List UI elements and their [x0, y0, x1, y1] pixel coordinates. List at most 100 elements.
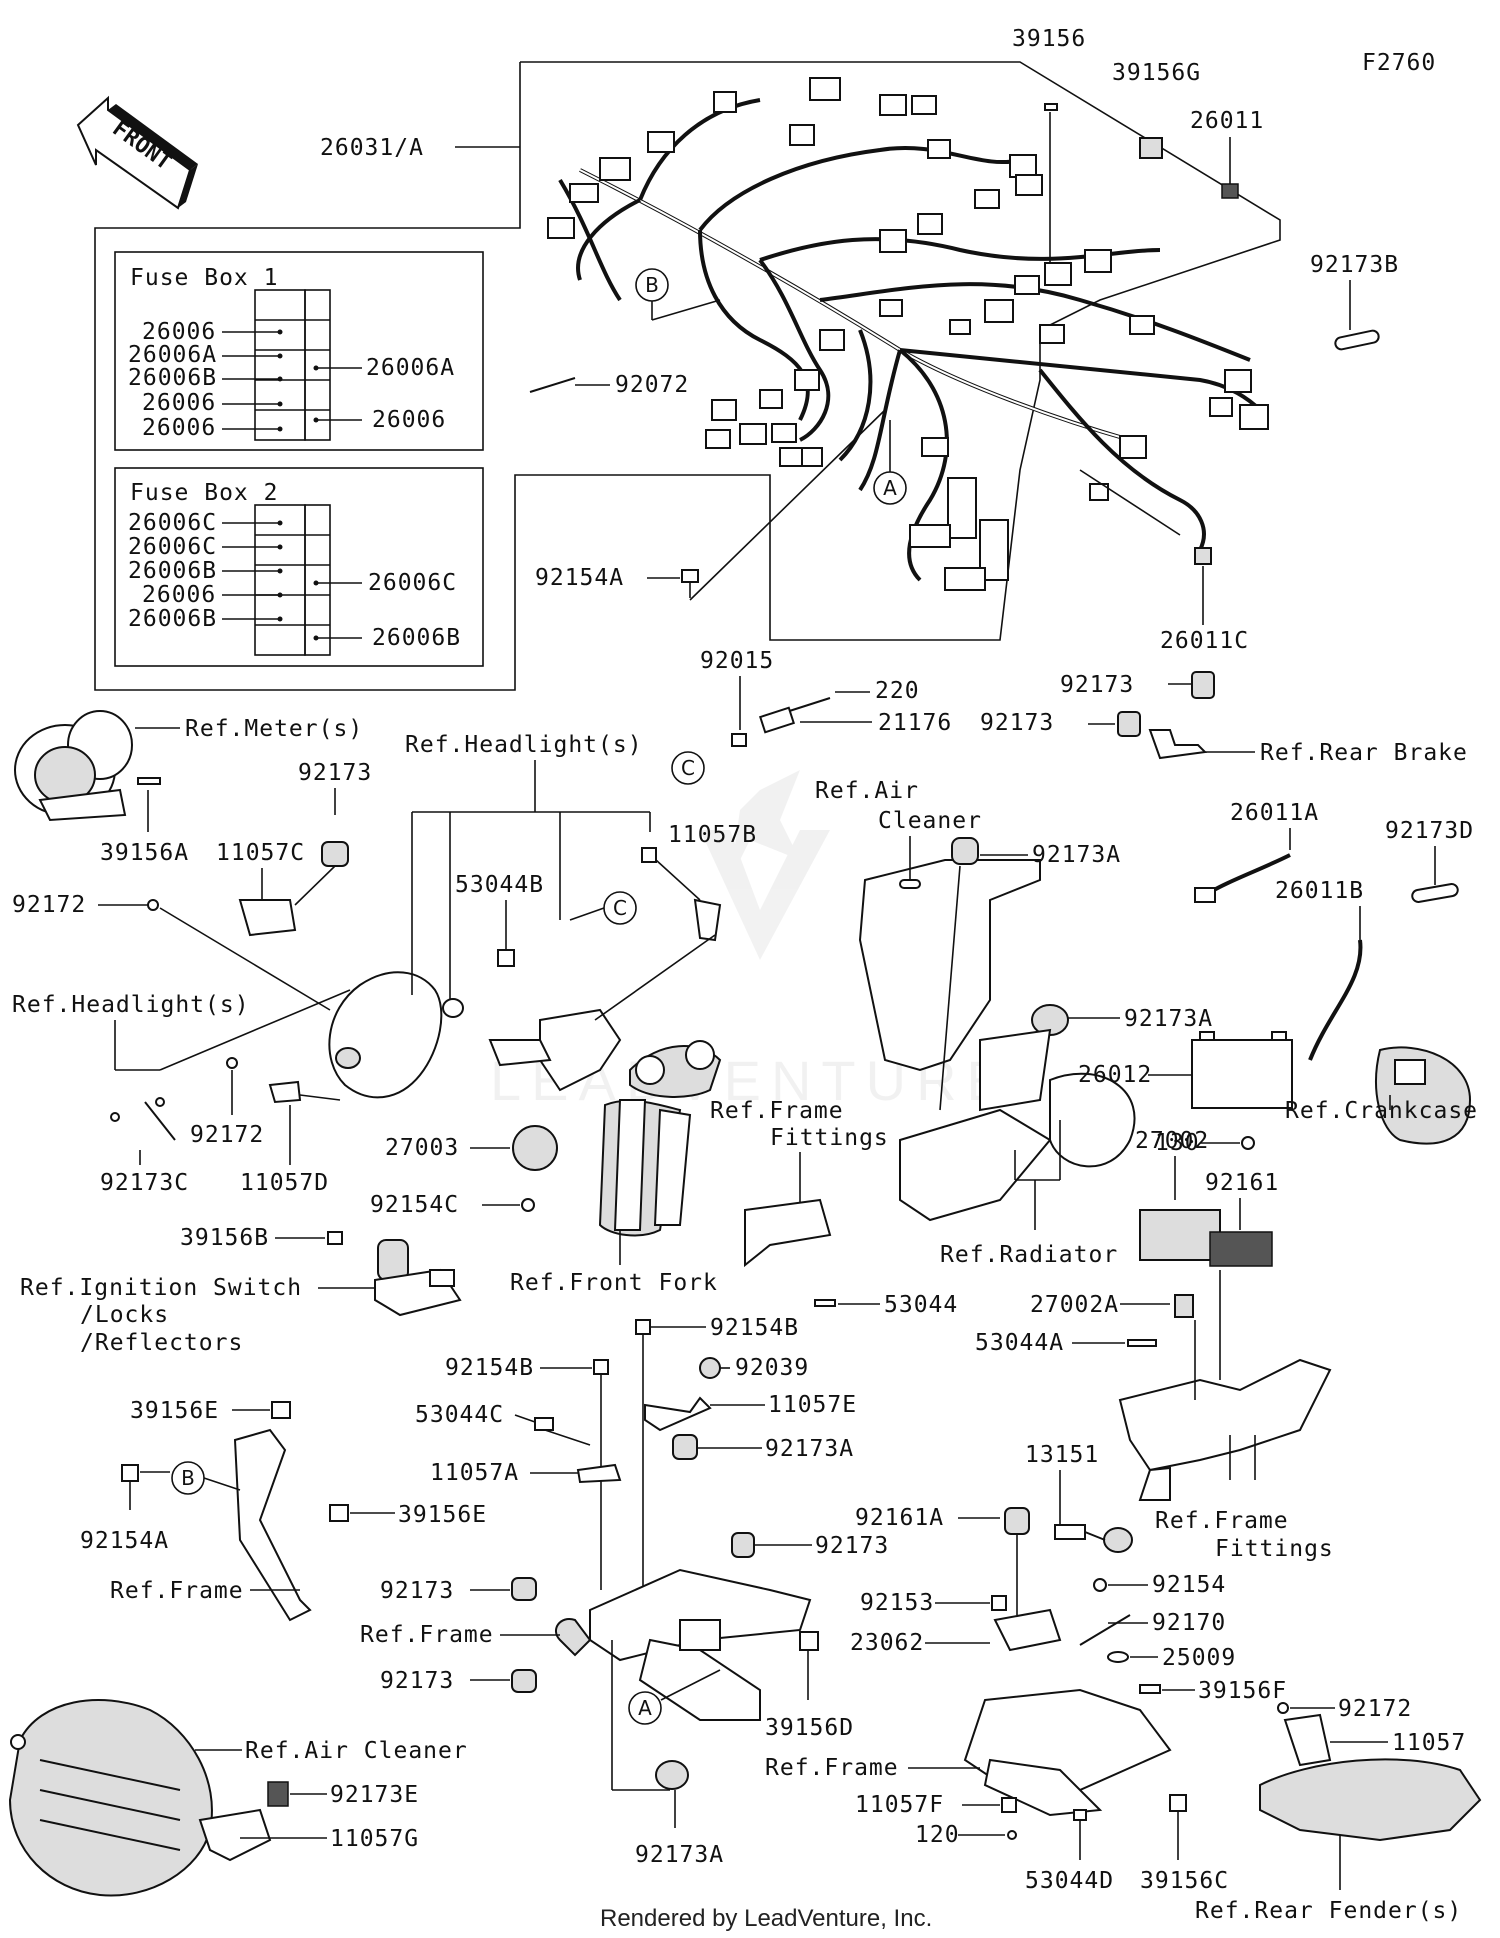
switch-92173-m [321, 841, 349, 867]
tape-39156A [137, 777, 161, 785]
label-ref-rear-fender: Ref.Rear Fender(s) [1195, 1898, 1462, 1924]
fuse1-l3: 26006B [128, 365, 217, 391]
fuse1-r1: 26006A [366, 355, 455, 381]
connector-26011C [1194, 547, 1212, 565]
label-ref-headlights-2: Ref.Headlight(s) [12, 992, 250, 1018]
label-ref-ignition-1: Ref.Ignition Switch [20, 1275, 302, 1301]
svg-text:B: B [181, 1466, 195, 1490]
fuse2-r1: 26006C [368, 570, 457, 596]
svg-text:C: C [681, 756, 695, 780]
label-92154A-top: 92154A [535, 565, 624, 591]
bracket-11057C [238, 899, 297, 937]
switch-92173A-1 [951, 837, 979, 865]
svg-text:C: C [613, 896, 627, 920]
label-ref-air-cleaner-1b: Cleaner [878, 808, 982, 834]
callout-B-bottom: B [171, 1461, 241, 1495]
bracket-11057 [1283, 1713, 1332, 1767]
label-92173C: 92173C [100, 1170, 189, 1196]
label-92154B-2: 92154B [445, 1355, 534, 1381]
bracket-11057D [268, 1080, 302, 1104]
label-92173B: 92173B [1310, 252, 1399, 278]
label-92173-f3: 92173 [380, 1668, 454, 1694]
label-ref-frame-1: Ref.Frame [110, 1578, 244, 1604]
label-26011C: 26011C [1160, 628, 1249, 654]
bracket-11057G [198, 1808, 272, 1862]
label-130: 130 [1155, 1130, 1200, 1156]
label-92154C: 92154C [370, 1192, 459, 1218]
callout-A-top: A [873, 420, 907, 505]
label-ref-air-cleaner-2: Ref.Air Cleaner [245, 1738, 468, 1764]
label-39156: 39156 [1012, 26, 1086, 52]
label-92153: 92153 [860, 1590, 934, 1616]
clip-53044C [534, 1417, 554, 1431]
label-ref-ignition-3: /Reflectors [80, 1330, 243, 1356]
main-frame [555, 1568, 812, 1721]
label-11057F: 11057F [855, 1792, 944, 1818]
bolt-92153 [991, 1595, 1007, 1611]
label-26031A: 26031/A [320, 135, 424, 161]
label-53044C: 53044C [415, 1402, 504, 1428]
clip-53044A [1127, 1339, 1157, 1347]
fuse2-l1: 26006C [128, 510, 217, 536]
label-39156A: 39156A [100, 840, 189, 866]
label-92173A-3: 92173A [765, 1436, 854, 1462]
label-220: 220 [875, 678, 920, 704]
label-ref-frame-fittings-2a: Ref.Frame [1155, 1508, 1289, 1534]
label-11057B: 11057B [668, 822, 757, 848]
relay-92161 [1209, 1231, 1273, 1267]
tape-39156E-1 [271, 1401, 291, 1419]
clamp-92173B [1334, 329, 1380, 351]
label-92170: 92170 [1152, 1610, 1226, 1636]
label-39156D: 39156D [765, 1715, 854, 1741]
harness-group-outline [94, 61, 1281, 691]
label-92161A: 92161A [855, 1505, 944, 1531]
label-92173-f1: 92173 [815, 1533, 889, 1559]
label-ref-frame-3: Ref.Frame [765, 1755, 899, 1781]
fuse-box-1: Fuse Box 1 26006 26006A 26006B 26006 260… [114, 251, 484, 451]
label-11057C: 11057C [216, 840, 305, 866]
front-fork-assembly [598, 1040, 722, 1237]
switch-92173-rb1 [1191, 671, 1215, 699]
relay-27002A [1174, 1294, 1194, 1318]
callout-B-top: B [635, 268, 721, 321]
bolt-92154B-2 [593, 1359, 609, 1375]
bracket-rear-brake [1148, 729, 1208, 760]
label-26011A: 26011A [1230, 800, 1319, 826]
bolt-92154 [1093, 1578, 1107, 1592]
label-92173-rb1: 92173 [1060, 672, 1134, 698]
callout-A-bottom: A [628, 1669, 721, 1725]
svg-text:A: A [883, 476, 897, 500]
bracket-11057E [644, 1396, 712, 1432]
label-ref-rear-brake: Ref.Rear Brake [1260, 740, 1468, 766]
fuse1-l4: 26006 [142, 390, 216, 416]
fuse1-l5: 26006 [142, 415, 216, 441]
clip-53044 [814, 1299, 836, 1307]
fuse2-l2: 26006C [128, 534, 217, 560]
bracket-frame-fittings [744, 1198, 832, 1268]
switch-92173-rb2 [1117, 711, 1141, 737]
label-120: 120 [915, 1822, 960, 1848]
callout-C-2: C [569, 891, 637, 925]
connector-39156G [1139, 137, 1163, 159]
sensor-27003 [512, 1125, 558, 1171]
switch-92173-f2 [511, 1577, 537, 1601]
ecu-27002 [1139, 1209, 1221, 1261]
label-53044D: 53044D [1025, 1868, 1114, 1894]
label-39156C: 39156C [1140, 1868, 1229, 1894]
fuse2-l5: 26006B [128, 606, 217, 632]
label-27002: 27002 [1135, 1128, 1209, 1154]
label-53044B: 53044B [455, 872, 544, 898]
clamp-92173D [1411, 883, 1459, 903]
air-cleaner-housing [8, 1699, 213, 1897]
label-13151: 13151 [1025, 1442, 1099, 1468]
headlight-shell [328, 971, 464, 1099]
label-ref-radiator: Ref.Radiator [940, 1242, 1118, 1268]
bracket-23062 [993, 1608, 1062, 1652]
label-92039: 92039 [735, 1355, 809, 1381]
bolt-11057B [641, 847, 657, 863]
bracket-11057B [693, 898, 722, 942]
rear-fender [1259, 1758, 1482, 1842]
label-23062: 23062 [850, 1630, 924, 1656]
washer-25009 [1107, 1651, 1129, 1663]
tape-39156F [1139, 1684, 1161, 1694]
